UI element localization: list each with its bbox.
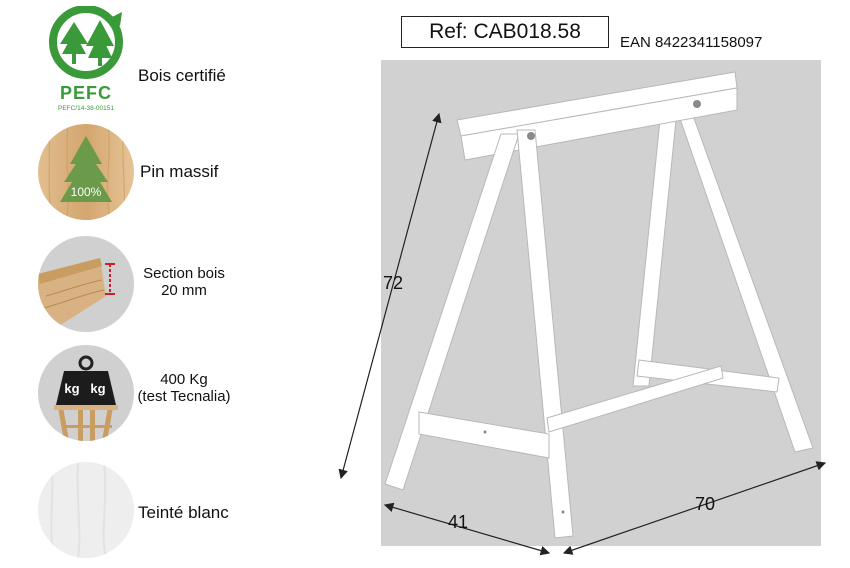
height-dimension: 72: [383, 273, 404, 293]
wood-section-label: Section bois 20 mm: [134, 265, 234, 300]
solid-pine-label: Pin massif: [140, 162, 219, 181]
wood-section-line2: 20 mm: [161, 282, 207, 300]
product-photo: [381, 60, 821, 546]
trestle-drawing: [384, 71, 814, 539]
pefc-logo: PEFC PEFC/14-38-00151: [40, 5, 132, 114]
load-capacity-line2: (test Tecnalia): [137, 388, 231, 406]
pefc-logo-text: PEFC: [60, 83, 112, 103]
wood-section-line1: Section bois: [143, 265, 225, 282]
pine-tree-icon: 100%: [38, 124, 134, 220]
weight-icon: kg kg: [38, 345, 134, 441]
pine-percent-badge: 100%: [71, 185, 102, 199]
reference-text: Ref: CAB018.58: [429, 20, 581, 43]
certified-wood-label: Bois certifié: [138, 66, 226, 85]
weight-badge-left: kg: [64, 381, 79, 396]
load-capacity-label: 400 Kg (test Tecnalia): [134, 371, 234, 406]
wood-section-icon: [38, 236, 134, 332]
width-dimension: 70: [695, 494, 716, 514]
weight-badge-right: kg: [90, 381, 105, 396]
pefc-code: PEFC/14-38-00151: [58, 105, 114, 112]
depth-dimension: 41: [448, 512, 469, 532]
white-finish-label: Teinté blanc: [138, 503, 229, 522]
reference-box: Ref: CAB018.58: [401, 16, 609, 48]
load-capacity-line1: 400 Kg: [160, 371, 208, 388]
white-finish-swatch: [38, 462, 134, 558]
ean-code: EAN 8422341158097: [620, 34, 763, 51]
